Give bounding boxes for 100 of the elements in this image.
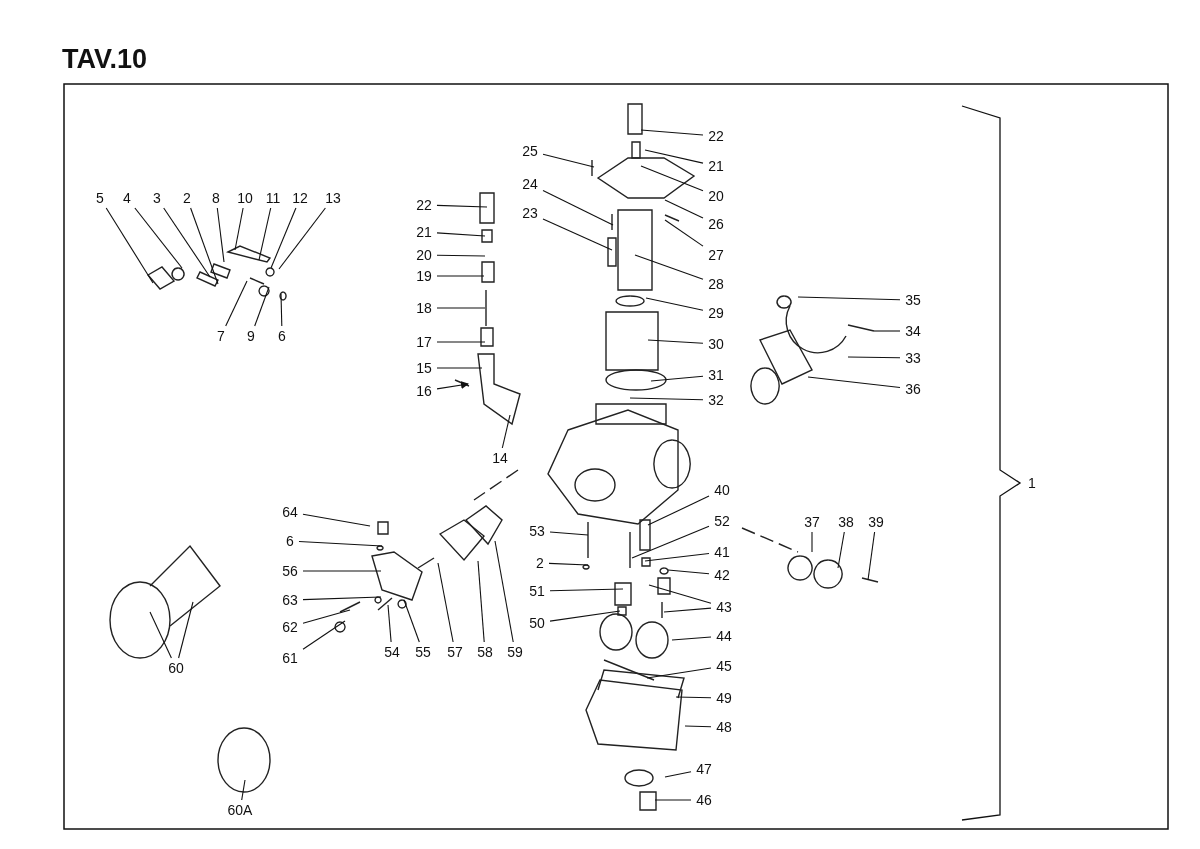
leader-line — [436, 367, 483, 369]
callout-number: 47 — [696, 761, 712, 777]
leader-line — [302, 513, 371, 527]
callout-number: 2 — [183, 190, 191, 206]
leader-line — [403, 599, 420, 643]
leader-line — [807, 376, 901, 389]
callout-number: 43 — [716, 599, 732, 615]
leader-line — [644, 552, 710, 562]
callout-number: 28 — [708, 276, 724, 292]
leader-line — [797, 296, 901, 301]
leader-line — [542, 218, 613, 251]
callout-number: 37 — [804, 514, 820, 530]
callout-number: 20 — [708, 188, 724, 204]
callout-number: 8 — [212, 190, 220, 206]
leader-line — [549, 610, 621, 622]
leader-line — [437, 562, 454, 643]
callout-number: 4 — [123, 190, 131, 206]
callout-number: 39 — [868, 514, 884, 530]
leader-line — [241, 779, 246, 801]
leader-line — [134, 207, 183, 269]
leader-line — [667, 569, 710, 575]
callout-number: 48 — [716, 719, 732, 735]
leader-line — [634, 254, 704, 280]
leader-line — [645, 297, 704, 311]
leader-line — [650, 375, 704, 382]
callout-number: 52 — [714, 513, 730, 529]
leader-line — [501, 414, 511, 449]
leader-line — [542, 189, 614, 226]
leader-line — [436, 254, 486, 257]
leader-line — [190, 207, 219, 285]
callout-number: 30 — [708, 336, 724, 352]
leader-line — [663, 607, 712, 613]
leader-line — [664, 219, 704, 247]
callout-number: 33 — [905, 350, 921, 366]
callout-number: 12 — [292, 190, 308, 206]
leader-line — [216, 207, 225, 263]
callout-number: 58 — [477, 644, 493, 660]
leader-line — [280, 293, 283, 327]
leader-line — [549, 588, 624, 592]
callout-number: 25 — [522, 143, 538, 159]
callout-number: 17 — [416, 334, 432, 350]
callout-number: 15 — [416, 360, 432, 376]
callout-number: 26 — [708, 216, 724, 232]
leader-line — [494, 540, 514, 643]
callout-number: 56 — [282, 563, 298, 579]
callout-number: 54 — [384, 644, 400, 660]
leader-line — [811, 531, 813, 553]
leader-line — [671, 636, 712, 641]
callout-number: 21 — [416, 224, 432, 240]
leader-line — [234, 207, 244, 251]
callout-number: 57 — [447, 644, 463, 660]
callout-number: 3 — [153, 190, 161, 206]
leader-line — [436, 204, 488, 208]
callout-number: 35 — [905, 292, 921, 308]
callout-number: 1 — [1028, 475, 1036, 491]
callout-number: 23 — [522, 205, 538, 221]
leader-line — [477, 560, 485, 643]
callout-number: 60A — [227, 802, 253, 818]
leader-line — [647, 339, 704, 344]
callout-number: 18 — [416, 300, 432, 316]
leader-line — [298, 540, 383, 547]
leader-line — [302, 596, 382, 601]
leader-line — [646, 667, 712, 679]
callout-number: 32 — [708, 392, 724, 408]
callout-number: 34 — [905, 323, 921, 339]
callout-number: 53 — [529, 523, 545, 539]
leader-line — [847, 356, 901, 359]
callout-number: 46 — [696, 792, 712, 808]
leader-line — [436, 341, 486, 343]
leader-line — [640, 165, 704, 192]
leader-line — [163, 207, 211, 278]
callout-number: 62 — [282, 619, 298, 635]
callout-number: 24 — [522, 176, 538, 192]
leader-line — [684, 725, 712, 728]
callout-number: 51 — [529, 583, 545, 599]
leader-line — [254, 286, 270, 327]
callout-number: 59 — [507, 644, 523, 660]
leader-line — [549, 531, 589, 536]
callout-number: 19 — [416, 268, 432, 284]
leader-line — [436, 232, 486, 237]
leader-line — [302, 570, 382, 572]
callout-number: 50 — [529, 615, 545, 631]
callout-number: 11 — [265, 190, 281, 206]
leader-line — [629, 397, 704, 401]
leader-line — [302, 620, 346, 650]
callout-number: 45 — [716, 658, 732, 674]
leader-line — [548, 562, 589, 566]
sheet-title: TAV.10 — [62, 44, 148, 75]
callout-number: 40 — [714, 482, 730, 498]
leader-line — [837, 531, 845, 569]
callout-number: 29 — [708, 305, 724, 321]
callout-number: 2 — [536, 555, 544, 571]
callout-number: 20 — [416, 247, 432, 263]
leader-line — [664, 199, 704, 219]
leader-line — [225, 280, 248, 327]
callout-number: 55 — [415, 644, 431, 660]
callout-number: 22 — [416, 197, 432, 213]
leader-line — [640, 129, 704, 136]
callout-number: 13 — [325, 190, 341, 206]
leader-line — [149, 611, 172, 659]
